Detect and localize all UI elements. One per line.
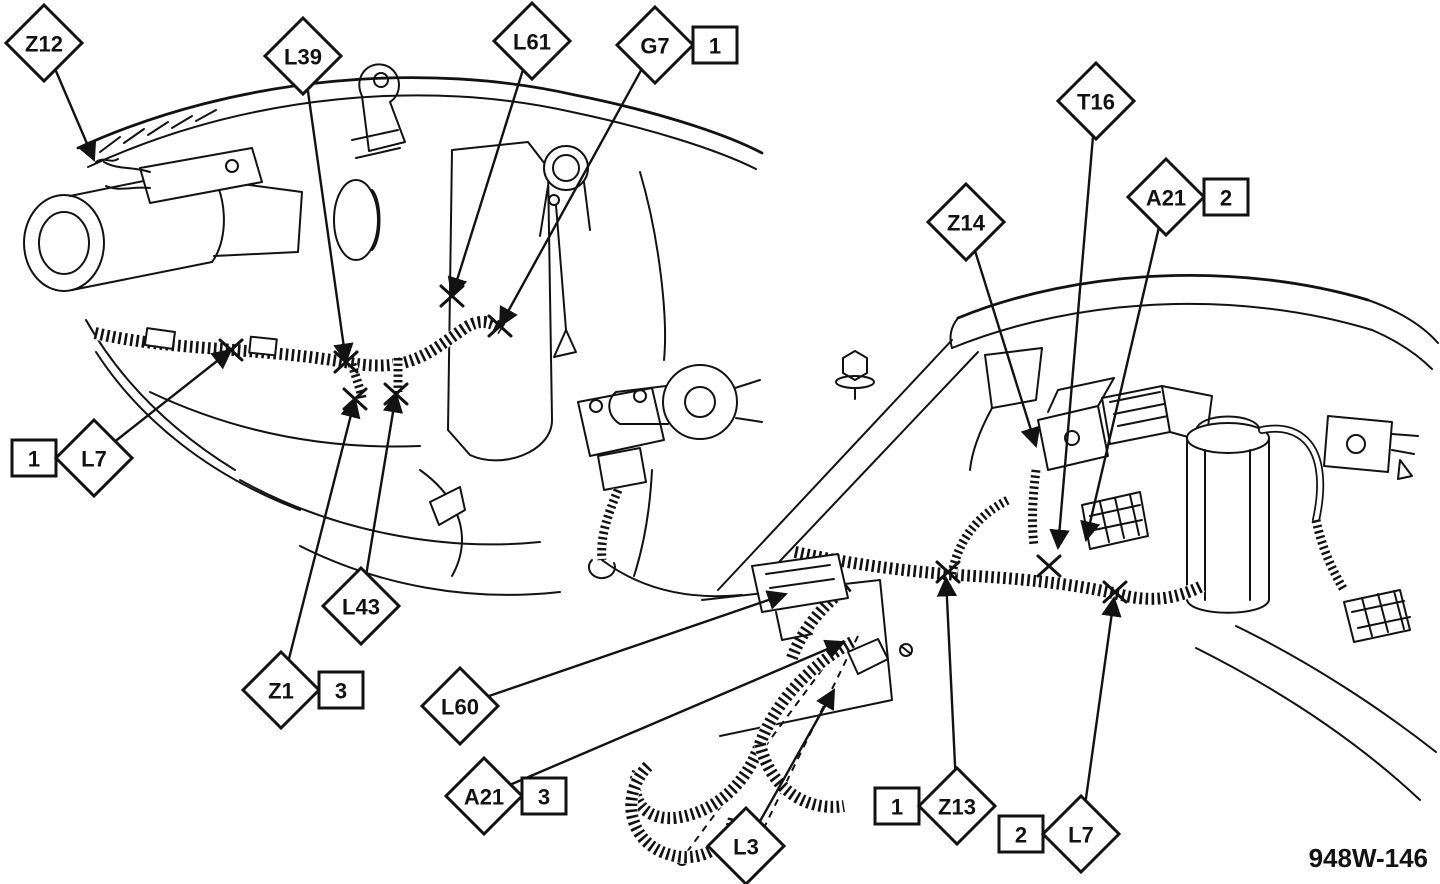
callout-2-L7: 2 L7 xyxy=(997,595,1122,875)
callout-box xyxy=(520,776,568,816)
callout-label: 3 xyxy=(335,679,347,704)
callout-box xyxy=(1202,177,1250,217)
leader-line xyxy=(744,688,836,847)
callout-label: 2 xyxy=(1015,823,1027,848)
leader-line xyxy=(359,391,404,607)
callout-label: A21 xyxy=(464,785,504,810)
callout-diamond xyxy=(1125,156,1207,238)
callout-L43: L43 xyxy=(320,391,404,647)
callout-label: Z13 xyxy=(938,795,976,820)
figure-number: 948W-146 xyxy=(1308,843,1428,873)
callout-label: L61 xyxy=(513,30,551,55)
callout-G7-1: G7 1 xyxy=(498,4,739,328)
callout-diamond xyxy=(53,417,135,499)
callout-diamond xyxy=(240,649,322,731)
callout-label: 1 xyxy=(891,795,903,820)
callout-diamond xyxy=(916,765,998,847)
callout-A21-3: A21 3 xyxy=(443,639,846,837)
callout-label: L60 xyxy=(441,695,479,720)
callout-L61: L61 xyxy=(447,0,573,298)
callout-label: A21 xyxy=(1146,186,1186,211)
callout-L39: L39 xyxy=(262,15,354,365)
leader-line xyxy=(1080,196,1168,542)
callout-1-L7: 1 L7 xyxy=(10,348,233,499)
callout-label: Z1 xyxy=(268,679,294,704)
callout-L3: L3 xyxy=(705,688,836,884)
leader-line xyxy=(1079,595,1122,835)
callout-label: 1 xyxy=(709,34,721,59)
callout-diamond xyxy=(614,4,696,86)
callout-diamond xyxy=(320,565,402,647)
callout-label: L3 xyxy=(733,835,759,860)
callout-A21-2: A21 2 xyxy=(1080,156,1250,542)
callout-diamond xyxy=(262,15,344,97)
callout-diamond xyxy=(491,0,573,82)
callout-label: 1 xyxy=(28,447,40,472)
callout-label: L7 xyxy=(1068,823,1094,848)
callout-1-Z13: 1 Z13 xyxy=(873,575,998,847)
callout-label: L7 xyxy=(81,447,107,472)
callout-diamond xyxy=(705,805,787,884)
callout-L60: L60 xyxy=(419,590,788,747)
callout-diamond xyxy=(925,181,1007,263)
callout-label: Z14 xyxy=(947,211,986,236)
callout-label: L43 xyxy=(342,595,380,620)
callout-diamond xyxy=(3,2,85,84)
callout-box xyxy=(317,670,365,710)
leader-line xyxy=(498,44,657,328)
callout-Z1-3: Z1 3 xyxy=(240,397,365,731)
leader-line xyxy=(1049,100,1098,551)
callout-label: T16 xyxy=(1077,90,1115,115)
leader-line xyxy=(279,397,361,691)
callout-diamond xyxy=(443,755,525,837)
callout-T16: T16 xyxy=(1049,60,1137,551)
leader-line xyxy=(93,348,233,459)
callout-Z14: Z14 xyxy=(925,181,1041,448)
right-view-line-art xyxy=(624,273,1439,866)
callout-diamond xyxy=(1055,60,1137,142)
callout-label: 3 xyxy=(538,785,550,810)
callout-label: G7 xyxy=(640,34,669,59)
callout-label: L39 xyxy=(284,45,322,70)
callout-label: 2 xyxy=(1220,186,1232,211)
leader-line xyxy=(483,639,846,798)
leader-line xyxy=(301,55,354,365)
callout-Z12: Z12 xyxy=(3,2,97,162)
leader-line xyxy=(459,590,788,708)
leader-line xyxy=(447,40,534,298)
left-view-line-art xyxy=(23,63,764,598)
callout-box xyxy=(691,25,739,65)
callout-diamond xyxy=(1040,793,1122,875)
callout-diamond xyxy=(419,665,501,747)
callout-label: Z12 xyxy=(25,32,63,57)
leader-line xyxy=(964,221,1041,448)
